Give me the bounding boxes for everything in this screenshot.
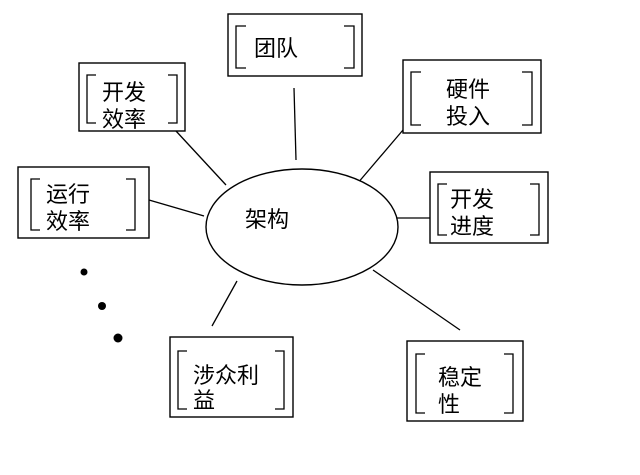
center-ellipse [205,168,399,286]
node-ops-efficiency: 运行 效率 [17,166,150,239]
center-label: 架构 [245,208,289,233]
ellipsis-dots [80,268,123,343]
connector-dev-efficiency [175,130,227,186]
node-team-frame [227,13,363,77]
node-dev-efficiency-label-line1: 开发 [102,81,146,106]
node-dev-efficiency-label-line2: 效率 [102,108,146,133]
connector-stability [372,269,461,331]
node-stakeholders: 涉众利 益 [169,336,294,418]
connector-team [293,87,297,161]
node-stability: 稳定 性 [406,340,524,422]
center-node: 架构 [205,168,399,286]
node-hardware-label-line1: 硬件 [446,78,490,103]
node-ops-efficiency-label-line2: 效率 [46,210,90,235]
node-dev-progress-frame [429,171,549,244]
node-stability-inner-bracket [415,353,514,414]
node-hardware-label-line2: 投入 [446,105,490,130]
connector-stakeholders [211,280,238,327]
connector-ops-efficiency [148,199,205,217]
node-team: 团队 [227,13,363,77]
node-hardware: 硬件 投入 [402,59,542,134]
node-dev-progress-label-line2: 进度 [450,215,494,240]
node-dev-efficiency: 开发 效率 [78,62,186,133]
node-stakeholders-inner-bracket [177,350,285,410]
node-hardware-inner-bracket [410,71,533,126]
node-team-label: 团队 [254,37,298,62]
node-dev-progress-inner-bracket [437,183,540,236]
node-ops-efficiency-label-line1: 运行 [46,183,90,208]
node-hardware-frame [402,59,542,134]
node-dev-progress-label-line1: 开发 [450,188,494,213]
ellipsis-dot-1 [80,268,88,276]
node-stakeholders-frame [169,336,294,418]
connectors [148,87,461,331]
node-dev-efficiency-inner-bracket [86,74,178,124]
connector-hardware [356,129,404,185]
node-stakeholders-label-line1: 涉众利 [193,364,259,389]
node-ops-efficiency-inner-bracket [30,178,136,231]
node-team-inner-bracket [235,25,355,69]
node-dev-efficiency-frame [78,62,186,132]
node-stability-label-line2: 性 [438,393,460,418]
ellipsis-dot-2 [98,302,106,310]
node-stability-frame [406,340,524,422]
node-stability-label-line1: 稳定 [438,366,482,391]
node-stakeholders-label-line2: 益 [193,389,215,414]
node-dev-progress: 开发 进度 [429,171,549,244]
ellipsis-dot-3 [113,333,123,343]
